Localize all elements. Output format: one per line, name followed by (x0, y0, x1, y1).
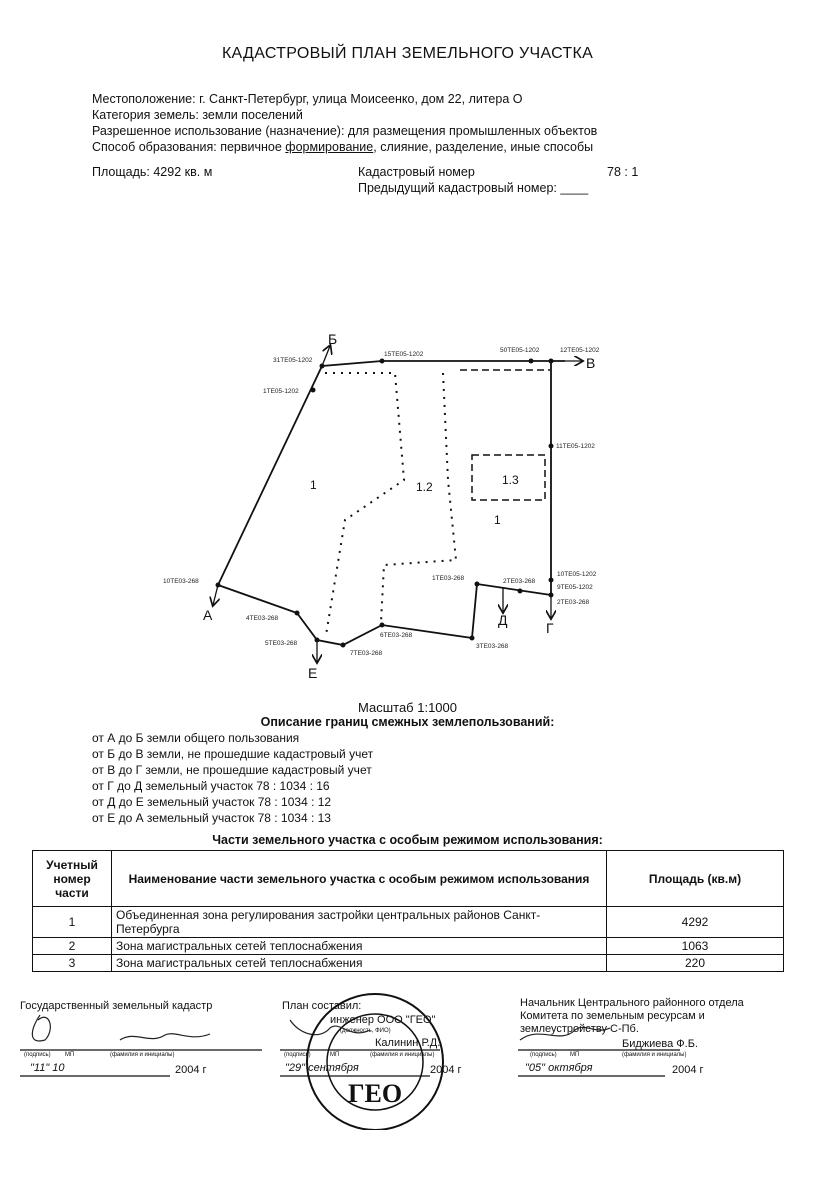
location: Местоположение: г. Санкт-Петербург, улиц… (92, 92, 523, 106)
table-row: 1 Объединенная зона регулирования застро… (32, 906, 784, 938)
area: Площадь: 4292 кв. м (92, 165, 213, 179)
signature-lines (20, 993, 680, 1130)
document-title: КАДАСТРОВЫЙ ПЛАН ЗЕМЕЛЬНОГО УЧАСТКА (221, 45, 594, 62)
point-label: 4ТЕ03-268 (246, 615, 279, 622)
cadastral-label: Кадастровый номер (358, 165, 475, 179)
border-item: от Д до Е земельный участок 78 : 1034 : … (92, 795, 332, 809)
point-label: 11ТЕ05-1202 (556, 443, 595, 450)
middle-year: 2004 г (430, 1064, 462, 1076)
corner-d: Д (498, 612, 508, 628)
caption-sign: (подпись) (24, 1052, 51, 1058)
corner-a: А (203, 607, 213, 623)
head-title-3: землеустройству С-Пб. (520, 1023, 639, 1035)
part-label: 1 (494, 513, 501, 527)
borders-heading: Описание границ смежных землепользований… (260, 715, 555, 729)
plot-plan: 31ТЕ05-1202 15ТЕ05-1202 50ТЕ05-1202 12ТЕ… (163, 331, 600, 681)
formation-selected: формирование (285, 140, 374, 154)
direction-arrows (213, 346, 582, 662)
point-label: 50ТЕ05-1202 (500, 347, 540, 354)
caption-sign: (подпись) (530, 1052, 557, 1058)
point-label: 10ТЕ03-268 (163, 578, 199, 585)
table-row: 2 Зона магистральных сетей теплоснабжени… (32, 937, 784, 955)
point-label: 5ТЕ03-268 (265, 640, 298, 647)
row-name: Зона магистральных сетей теплоснабжения (111, 954, 607, 972)
previous-cadastral: Предыдущий кадастровый номер: ____ (358, 181, 589, 195)
caption-name: (фамилия и инициалы) (110, 1052, 175, 1058)
boundary (217, 360, 565, 646)
row-number: 3 (32, 954, 112, 972)
row-area: 4292 (606, 906, 784, 938)
caption-name: (фамилия и инициалы) (622, 1052, 687, 1058)
caption-name: (фамилия и инициалы) (370, 1052, 435, 1058)
point-label: 3ТЕ03-268 (476, 643, 509, 650)
head-name: Биджиева Ф.Б. (622, 1038, 698, 1050)
border-item: от Г до Д земельный участок 78 : 1034 : … (92, 779, 330, 793)
caption-sign: (подпись) (284, 1052, 311, 1058)
point-label: 6ТЕ03-268 (380, 632, 413, 639)
caption-mp: МП (330, 1052, 340, 1058)
point-label: 1ТЕ03-268 (432, 575, 465, 582)
corner-b: Б (328, 331, 337, 347)
left-date: "11" 10 (30, 1062, 65, 1074)
point-label: 2ТЕ03-268 (557, 599, 590, 606)
plan-author-title: План составил: (282, 1000, 362, 1012)
handwritten-signatures (31, 1014, 611, 1042)
part-1-3-border (460, 369, 550, 501)
head-title-1: Начальник Центрального районного отдела (520, 997, 744, 1009)
plan-author-role: инженер ООО "ГЕО" (330, 1014, 436, 1026)
stamp-center: ГЕО (348, 1079, 403, 1108)
part-1-2-border (325, 372, 458, 636)
part-label: 1 (310, 478, 317, 492)
point-label: 1ТЕ05-1202 (263, 388, 299, 395)
caption-role: (должность, ФИО) (340, 1028, 391, 1034)
right-date: "05" октября (525, 1062, 593, 1074)
row-name: Объединенная зона регулирования застройк… (111, 906, 607, 938)
row-area: 1063 (606, 937, 784, 955)
point-label: 15ТЕ05-1202 (384, 351, 424, 358)
survey-points (215, 358, 554, 648)
border-item: от Б до В земли, не прошедшие кадастровы… (92, 747, 374, 761)
row-name: Зона магистральных сетей теплоснабжения (111, 937, 607, 955)
land-category: Категория земель: земли поселений (92, 108, 303, 122)
corner-e: Е (308, 665, 317, 681)
stamp (306, 993, 444, 1130)
cadastre-title: Государственный земельный кадастр (20, 1000, 213, 1012)
border-item: от Е до А земельный участок 78 : 1034 : … (92, 811, 331, 825)
point-label: 7ТЕ03-268 (350, 650, 383, 657)
point-label: 31ТЕ05-1202 (273, 357, 313, 364)
point-label: 10ТЕ05-1202 (557, 571, 597, 578)
corner-g: Г (546, 620, 554, 636)
parts-table: Учетный номер части Наименование части з… (32, 850, 784, 972)
middle-date: "29" сентября (285, 1062, 359, 1074)
right-year: 2004 г (672, 1064, 704, 1076)
formation-suffix: , слияние, разделение, иные способы (373, 140, 594, 154)
table-row: 3 Зона магистральных сетей теплоснабжени… (32, 954, 784, 972)
plan-author-name: Калинин Р.Д. (375, 1037, 441, 1049)
part-label: 1.3 (502, 473, 519, 487)
caption-mp: МП (65, 1052, 75, 1058)
scale: Масштаб 1:1000 (358, 700, 457, 715)
row-area: 220 (606, 954, 784, 972)
formation-method: Способ образования: первичное формирован… (92, 140, 593, 154)
left-year: 2004 г (175, 1064, 207, 1076)
formation-prefix: Способ образования: первичное (92, 140, 286, 154)
col-number: Учетный номер части (32, 850, 112, 907)
point-label: 9ТЕ05-1202 (557, 584, 593, 591)
border-item: от А до Б земли общего пользования (92, 731, 300, 745)
row-number: 2 (32, 937, 112, 955)
permitted-use: Разрешенное использование (назначение): … (92, 124, 598, 138)
point-label: 12ТЕ05-1202 (560, 347, 600, 354)
cadastral-value: 78 : 1 (607, 165, 639, 179)
parts-heading: Части земельного участка с особым режимо… (212, 833, 603, 847)
border-item: от В до Г земли, не прошедшие кадастровы… (92, 763, 372, 777)
col-name: Наименование части земельного участка с … (111, 850, 607, 907)
point-label: 2ТЕ03-268 (503, 578, 536, 585)
part-label: 1.2 (416, 480, 433, 494)
col-area: Площадь (кв.м) (606, 850, 784, 907)
corner-v: В (586, 355, 595, 371)
row-number: 1 (32, 906, 112, 938)
caption-mp: МП (570, 1052, 580, 1058)
head-title-2: Комитета по земельным ресурсам и (520, 1010, 705, 1022)
